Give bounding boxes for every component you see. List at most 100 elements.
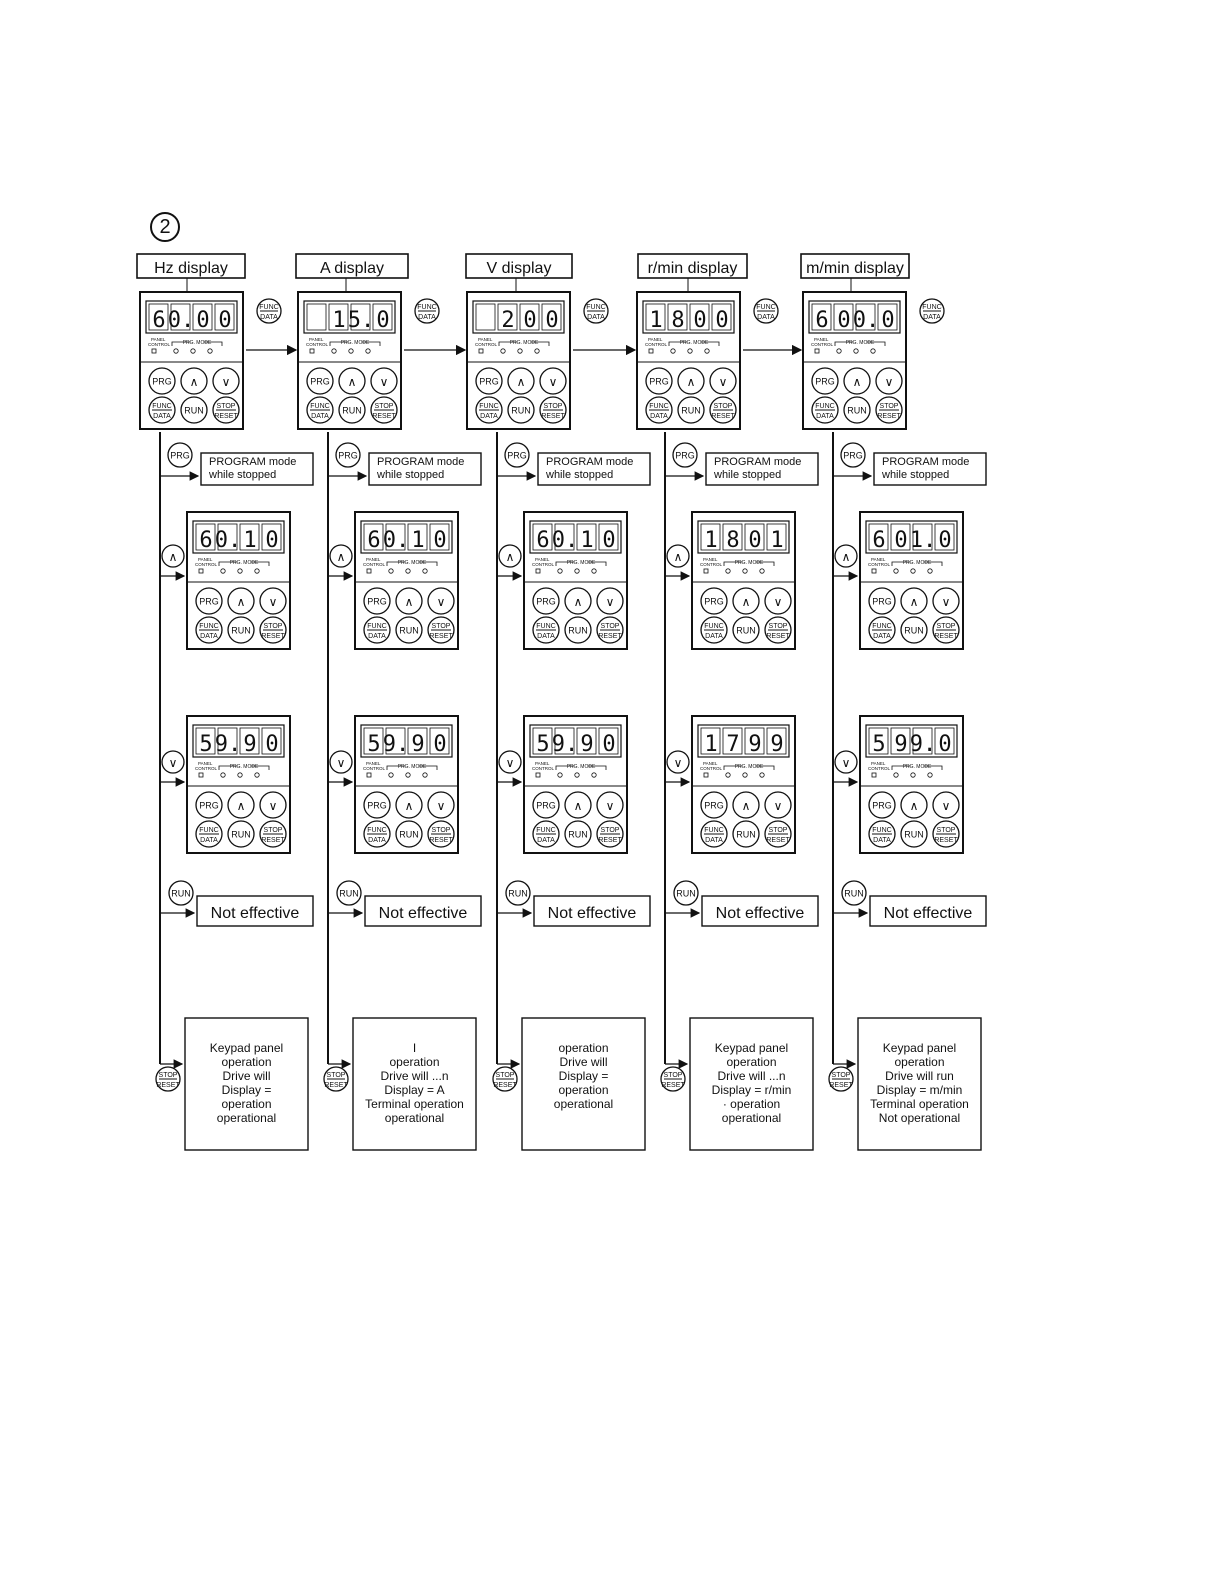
down-key[interactable]: ∨ — [259, 791, 287, 819]
up-key[interactable]: ∧ — [395, 791, 423, 819]
prg-key[interactable]: PRG — [811, 367, 839, 395]
run-key[interactable]: RUN — [395, 616, 423, 644]
down-branch-key[interactable]: ∨ — [161, 750, 185, 774]
down-key[interactable]: ∨ — [596, 587, 624, 615]
down-key[interactable]: ∨ — [539, 367, 567, 395]
up-key[interactable]: ∧ — [227, 587, 255, 615]
prg-key[interactable]: PRG — [532, 791, 560, 819]
up-key[interactable]: ∧ — [900, 791, 928, 819]
run-key[interactable]: RUN — [900, 616, 928, 644]
prg-branch-key[interactable]: PRG — [672, 442, 698, 468]
run-key[interactable]: RUN — [227, 820, 255, 848]
run-key[interactable]: RUN — [843, 396, 871, 424]
prg-branch-key[interactable]: PRG — [504, 442, 530, 468]
prg-key[interactable]: PRG — [868, 791, 896, 819]
run-key[interactable]: RUN — [180, 396, 208, 424]
run-branch-key[interactable]: RUN — [505, 880, 531, 906]
up-branch-key[interactable]: ∧ — [161, 544, 185, 568]
run-key[interactable]: RUN — [338, 396, 366, 424]
run-branch-key[interactable]: RUN — [336, 880, 362, 906]
up-branch-key[interactable]: ∧ — [666, 544, 690, 568]
down-branch-key[interactable]: ∨ — [329, 750, 353, 774]
prg-key[interactable]: PRG — [645, 367, 673, 395]
up-key[interactable]: ∧ — [395, 587, 423, 615]
up-key[interactable]: ∧ — [564, 587, 592, 615]
prg-key[interactable]: PRG — [700, 791, 728, 819]
run-key[interactable]: RUN — [564, 616, 592, 644]
down-key[interactable]: ∨ — [259, 587, 287, 615]
prg-key[interactable]: PRG — [532, 587, 560, 615]
down-key[interactable]: ∨ — [370, 367, 398, 395]
up-branch-key[interactable]: ∧ — [498, 544, 522, 568]
down-key[interactable]: ∨ — [932, 791, 960, 819]
up-key[interactable]: ∧ — [180, 367, 208, 395]
up-key[interactable]: ∧ — [900, 587, 928, 615]
prg-key[interactable]: PRG — [363, 791, 391, 819]
up-key[interactable]: ∧ — [338, 367, 366, 395]
down-key[interactable]: ∨ — [212, 367, 240, 395]
prg-key[interactable]: PRG — [306, 367, 334, 395]
up-key[interactable]: ∧ — [227, 791, 255, 819]
prg-key[interactable]: PRG — [195, 587, 223, 615]
down-key[interactable]: ∨ — [764, 587, 792, 615]
prg-branch-key[interactable]: PRG — [167, 442, 193, 468]
run-branch-key[interactable]: RUN — [168, 880, 194, 906]
down-branch-key[interactable]: ∨ — [666, 750, 690, 774]
up-key[interactable]: ∧ — [732, 587, 760, 615]
prg-key[interactable]: PRG — [148, 367, 176, 395]
up-branch-key[interactable]: ∧ — [834, 544, 858, 568]
down-branch-key[interactable]: ∨ — [498, 750, 522, 774]
down-key[interactable]: ∨ — [427, 587, 455, 615]
prg-branch-key[interactable]: PRG — [335, 442, 361, 468]
run-key[interactable]: RUN — [732, 616, 760, 644]
down-key[interactable]: ∨ — [427, 791, 455, 819]
down-key[interactable]: ∨ — [709, 367, 737, 395]
up-key[interactable]: ∧ — [564, 791, 592, 819]
run-key[interactable]: RUN — [395, 820, 423, 848]
prg-key[interactable]: PRG — [868, 587, 896, 615]
run-key[interactable]: RUN — [677, 396, 705, 424]
run-key[interactable]: RUN — [507, 396, 535, 424]
run-key[interactable]: RUN — [900, 820, 928, 848]
prg-key[interactable]: PRG — [475, 367, 503, 395]
prg-key[interactable]: PRG — [195, 791, 223, 819]
down-key[interactable]: ∨ — [596, 791, 624, 819]
up-key[interactable]: ∧ — [732, 791, 760, 819]
run-branch-key[interactable]: RUN — [841, 880, 867, 906]
